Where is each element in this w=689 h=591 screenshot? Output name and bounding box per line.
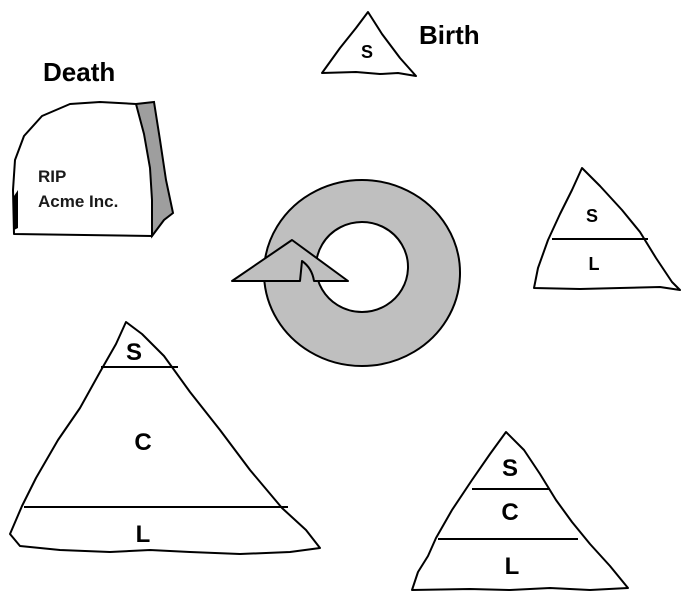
- circular-arrow-icon: [232, 180, 460, 366]
- stage-scl-small-layer-s: S: [502, 455, 518, 482]
- stage-sl-triangle: [534, 168, 680, 290]
- stage-sl-layer-s: S: [586, 206, 598, 226]
- birth-title: Birth: [419, 20, 480, 50]
- stage-sl: S L: [534, 168, 680, 290]
- stage-sl-layer-l: L: [589, 254, 600, 274]
- stage-scl-large-layer-l: L: [136, 521, 151, 548]
- birth-layer-s: S: [361, 42, 373, 62]
- stage-scl-small-triangle: [412, 432, 628, 590]
- death-stage: Death RIP Acme Inc.: [13, 57, 173, 236]
- stage-scl-small-layer-l: L: [505, 553, 520, 580]
- stage-scl-small-layer-c: C: [501, 499, 518, 526]
- stage-scl-small: S C L: [412, 432, 628, 590]
- tombstone-company: Acme Inc.: [38, 192, 118, 211]
- stage-scl-large-triangle: [10, 322, 320, 554]
- stage-scl-large-layer-c: C: [134, 429, 151, 456]
- death-title: Death: [43, 57, 115, 87]
- cycle-arrowhead: [232, 240, 348, 281]
- tombstone-edge-shadow: [14, 190, 18, 230]
- birth-stage: S Birth: [322, 12, 480, 76]
- stage-scl-large: S C L: [10, 322, 320, 554]
- tombstone-rip: RIP: [38, 167, 66, 186]
- tombstone: [13, 102, 152, 236]
- stage-scl-large-layer-s: S: [126, 339, 142, 366]
